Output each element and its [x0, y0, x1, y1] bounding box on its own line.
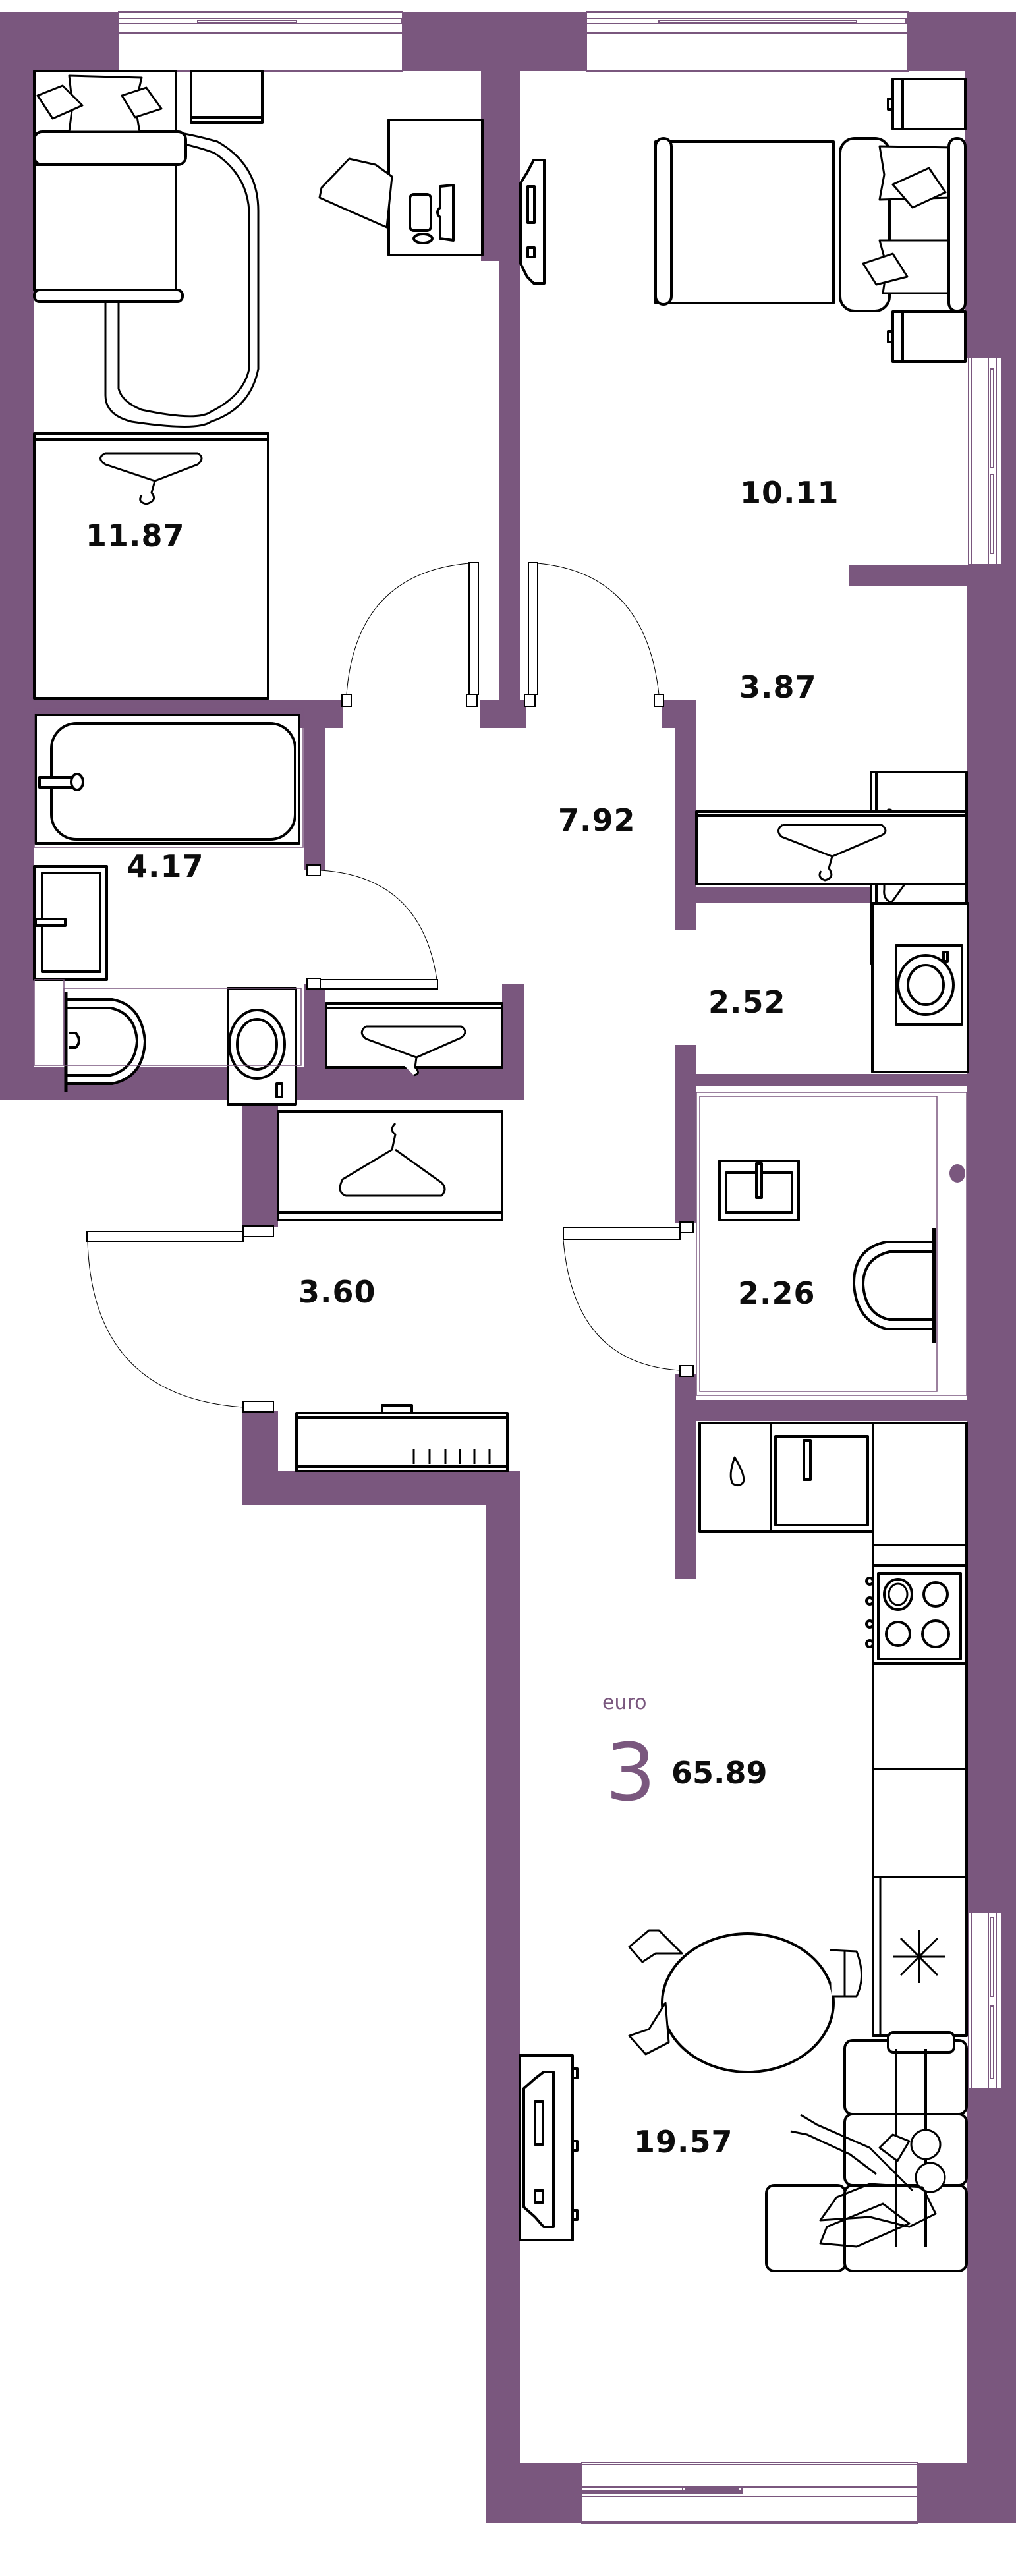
- doors: [86, 562, 694, 1413]
- stove-icon: [865, 1572, 962, 1660]
- washing-machine-laundry: [871, 902, 969, 1073]
- wardrobe-3-87-horizontal: [695, 810, 968, 885]
- area-label-kitchen-living: 19.57: [634, 2124, 733, 2160]
- bed-bedroom-2: [654, 137, 967, 312]
- area-label-corridor: 7.92: [558, 802, 636, 838]
- nightstand-bottom: [887, 310, 967, 363]
- wardrobe-hall: [277, 1110, 503, 1221]
- washing-machine-bathroom: [227, 987, 297, 1106]
- door-bathroom: [306, 864, 438, 990]
- door-entrance: [86, 1225, 274, 1413]
- rooms-count: 3: [606, 1727, 656, 1819]
- tv-stand-living: [519, 2054, 579, 2241]
- tv-bedroom-2: [519, 159, 546, 285]
- closet-corridor: [325, 1002, 503, 1077]
- shoe-cabinet-hall: [295, 1404, 509, 1472]
- total-area: 65.89: [671, 1755, 768, 1791]
- bed-bedroom-1: [33, 70, 260, 428]
- area-label-laundry: 2.52: [708, 984, 786, 1020]
- wc-wall-fixture: [949, 1164, 965, 1183]
- area-label-bedroom-1: 11.87: [86, 518, 185, 553]
- person-figure: [790, 2114, 946, 2248]
- window-living-side: [968, 1907, 1002, 2092]
- window-bedroom-2: [582, 11, 909, 72]
- area-label-wardrobe: 3.87: [739, 669, 817, 705]
- desk-with-chair: [318, 119, 484, 256]
- kitchen-counter: [698, 1422, 968, 2037]
- windows: [115, 11, 1002, 2524]
- window-bedroom-1: [115, 11, 403, 72]
- area-label-entrance-hall: 3.60: [298, 1274, 376, 1310]
- area-label-wc: 2.26: [738, 1275, 816, 1311]
- wardrobe-bedroom-1: [33, 432, 269, 700]
- tile-outlines: [34, 708, 967, 1396]
- toilet-wc: [852, 1228, 936, 1343]
- currency-label: euro: [602, 1691, 647, 1714]
- bathtub: [34, 714, 300, 845]
- sink-wc: [718, 1160, 800, 1221]
- fridge-snowflake-icon: [879, 1877, 945, 2036]
- window-bedroom-2-side: [968, 354, 1002, 566]
- door-bedroom-1: [341, 562, 479, 707]
- dining-table: [628, 1929, 862, 2073]
- furniture: [33, 70, 969, 2272]
- nightstand: [190, 70, 264, 124]
- door-wc: [563, 1221, 694, 1377]
- sink-bathroom: [33, 865, 108, 981]
- nightstand-top: [887, 78, 967, 130]
- shoe-icons: [412, 1449, 491, 1464]
- area-label-bathroom: 4.17: [127, 849, 204, 884]
- toilet-bathroom: [64, 992, 146, 1092]
- area-label-bedroom-2: 10.11: [740, 475, 839, 511]
- door-bedroom-2: [524, 562, 664, 707]
- window-living-bottom: [538, 2462, 942, 2524]
